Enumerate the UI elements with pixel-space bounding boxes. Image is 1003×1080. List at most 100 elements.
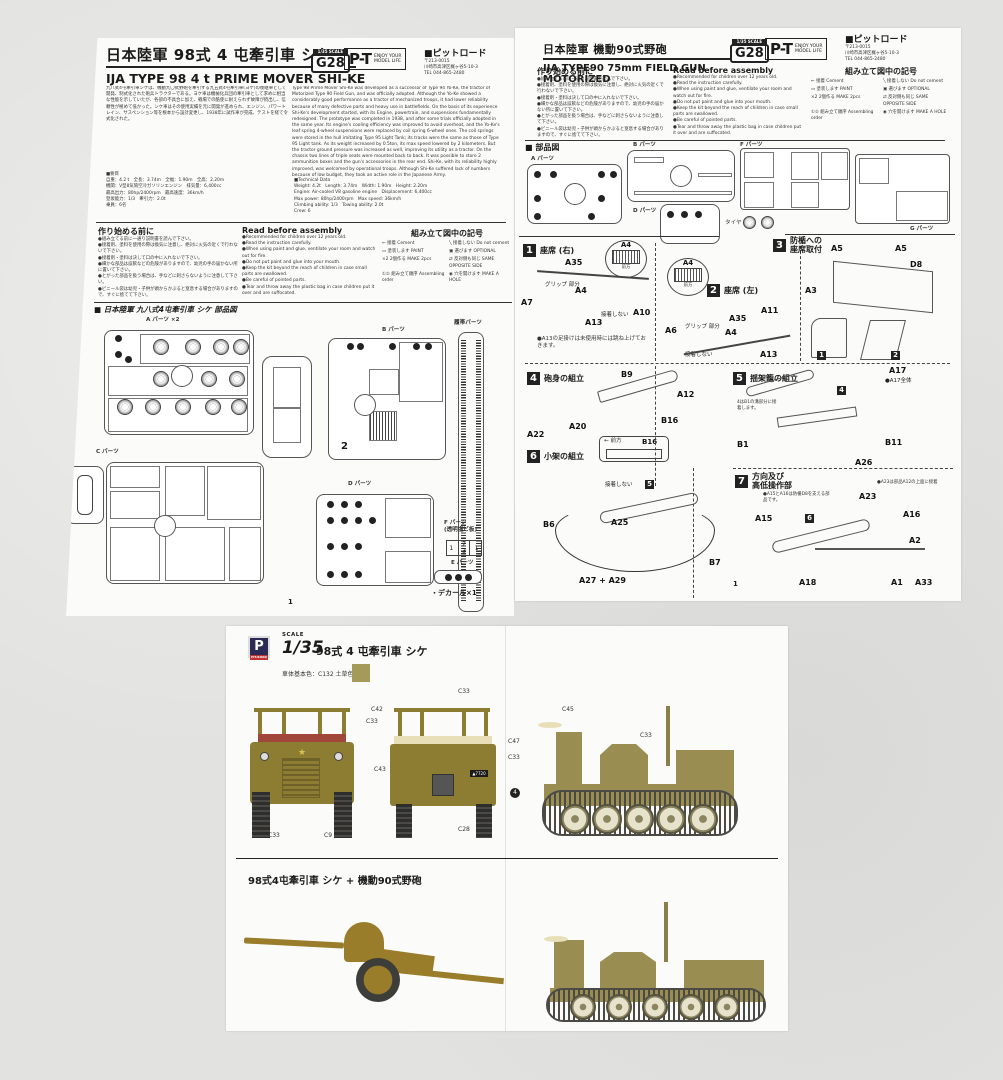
fold-line xyxy=(505,626,506,1031)
label-g-parts: G パーツ xyxy=(910,226,934,232)
label-f-parts: F パーツ xyxy=(740,142,763,148)
title-jp: 日本陸軍 機動90式野砲 xyxy=(543,41,743,60)
label-c-parts: C パーツ xyxy=(96,449,119,455)
symbol-legend: 組み立て図中の記号 ← 接着 Cement ╲ 接着しない Do not cem… xyxy=(382,229,510,284)
divider xyxy=(800,246,801,361)
sprue-d xyxy=(660,204,720,244)
before-assembly-jp: 作り始める前に ●組み立てる前に一通り説明書を読んで下さい。 ●接着剤、塗料を使… xyxy=(537,67,664,138)
label-tire: タイヤ xyxy=(725,220,742,226)
sprue-g xyxy=(855,154,950,224)
divider xyxy=(655,243,656,361)
sprue-b xyxy=(627,150,735,202)
sprue-f xyxy=(740,148,850,210)
base-color-swatch xyxy=(352,664,370,682)
divider xyxy=(519,236,719,237)
sprue-b: 2 xyxy=(328,338,446,460)
scale-value: 1/35 xyxy=(282,638,324,658)
parts-heading: ■ 部品図 xyxy=(525,143,560,152)
trail-bar xyxy=(815,548,925,550)
step-2-detail-circle: A4 前方 xyxy=(667,258,709,296)
title-en: IJA TYPE 98 4 t PRIME MOVER SHI-KE xyxy=(106,71,366,86)
header-titles: 日本陸軍 98式 4 屯牽引車 シケ IJA TYPE 98 4 t PRIME… xyxy=(106,44,386,86)
label-f-parts: F パーツ(透明塩ビ板) xyxy=(444,520,478,534)
seat-1 xyxy=(811,318,847,358)
specs-jp: ■要目 自重：4.2 t 全長：3.74m 全幅：1.90m 全高：2.20m … xyxy=(106,172,225,209)
label-e-parts: E パーツ xyxy=(451,560,474,566)
divider xyxy=(785,234,955,235)
sprue-e xyxy=(434,570,482,584)
front-view: ★ xyxy=(248,708,356,838)
gun-barrel-illustration xyxy=(243,937,345,949)
assembly-arrows xyxy=(555,502,715,572)
description-en: Type 98 Prime Mover Shi-Ke was developed… xyxy=(292,86,500,178)
page-number: 1 xyxy=(733,580,738,588)
step-7-note-1: ●A15とA16は防楯D8を支える部品です。 xyxy=(763,492,830,504)
base-color-label: 車体基本色：C132 土草色 xyxy=(282,671,354,678)
header-titles: 日本陸軍 機動90式野砲 IJA TYPE90 75mm FIELD GUN M… xyxy=(543,38,753,85)
label-b-parts: B パーツ xyxy=(633,142,656,148)
divider xyxy=(525,140,945,141)
side-view xyxy=(538,706,738,842)
sprue-d xyxy=(316,494,434,586)
company-info: ■ピットロード 〒213-0015 川崎市高津区梶ヶ谷5-10-3 TEL 04… xyxy=(845,35,908,63)
sprue-c xyxy=(106,462,264,584)
gun-wheel xyxy=(356,958,400,1002)
before-assembly-en: Read before assembly ●Recommended for ch… xyxy=(673,66,802,136)
star-emblem-icon: ★ xyxy=(298,748,307,758)
description-jp: 九八式4屯牽引車シケは、機動九〇式野砲を牽引する九五式4屯牽引車(ヨケ)の後継車… xyxy=(106,86,288,123)
label-d-parts: D パーツ xyxy=(348,481,372,487)
divider xyxy=(655,366,656,486)
combo-illustration xyxy=(243,902,784,1022)
page-number: 1 xyxy=(288,598,293,606)
title-en: IJA TYPE90 75mm FIELD GUN MOTORIZED xyxy=(543,63,706,85)
specs-en: ■Technical Data Weight: 4.2t Length: 3.7… xyxy=(294,178,432,215)
parts-heading: ■ 日本陸軍 九八式4屯牽引車 シケ 部品図 xyxy=(94,305,237,314)
divider xyxy=(94,302,512,303)
instruction-sheet-prime-mover: 日本陸軍 98式 4 屯牽引車 シケ IJA TYPE 98 4 t PRIME… xyxy=(66,38,514,616)
gun-barrel xyxy=(596,368,680,404)
tire-icon xyxy=(743,216,756,229)
sprue-a xyxy=(104,330,254,435)
before-assembly-en: Read before assembly ●Recommended for ch… xyxy=(242,226,376,296)
step-7: 7 方向及び高低操作部 xyxy=(735,472,792,490)
label-d-parts: D パーツ xyxy=(633,208,657,214)
scale-label: SCALE xyxy=(282,632,305,638)
title-jp: 日本陸軍 98式 4 屯牽引車 シケ xyxy=(106,44,356,68)
company-info: ■ピットロード 〒213-0015 川崎市高津区梶ヶ谷5-10-3 TEL 04… xyxy=(424,49,487,77)
rear-view: ▲7720 xyxy=(388,708,498,838)
vehicle-title: 98式 4 屯牽引車 シケ xyxy=(316,645,428,658)
step-1-note: ●A13の足掛けは未使用時には跳ね上げておきます。 xyxy=(537,336,646,349)
label-a-parts: A パーツ xyxy=(531,156,554,162)
step-5-note: 4はB1の溝部分に接着します。 xyxy=(737,400,777,412)
tire-icon xyxy=(761,216,774,229)
divider xyxy=(96,222,506,223)
before-assembly-jp: 作り始める前に ●組み立てる前に一通り説明書を読んで下さい。 ●接着剤、塗料を使… xyxy=(98,227,238,298)
step-3: 3 防楯への座席取付 xyxy=(773,236,822,254)
track-part xyxy=(458,332,484,612)
symbol-legend: 組み立て図中の記号 ← 接着 Cement ╲ 接着しない Do not cem… xyxy=(811,67,947,122)
divider xyxy=(236,858,778,860)
b16-inset: ← 前方 B16 xyxy=(599,436,669,462)
hull-part xyxy=(262,356,312,458)
decal-count: ・デカール×1 xyxy=(431,589,477,597)
step-1-detail-circle: A4 前方 xyxy=(605,240,647,278)
label-b-parts: B パーツ xyxy=(382,327,405,333)
label-track-parts: 履帯パーツ xyxy=(454,320,482,326)
step-ref-badge: 4 xyxy=(510,788,520,798)
divider xyxy=(525,363,950,364)
divider xyxy=(733,468,953,469)
label-a-parts: A パーツ ×2 xyxy=(146,317,180,323)
instruction-sheet-field-gun: 日本陸軍 機動90式野砲 IJA TYPE90 75mm FIELD GUN M… xyxy=(515,28,961,601)
cradle-b1 xyxy=(776,406,858,428)
